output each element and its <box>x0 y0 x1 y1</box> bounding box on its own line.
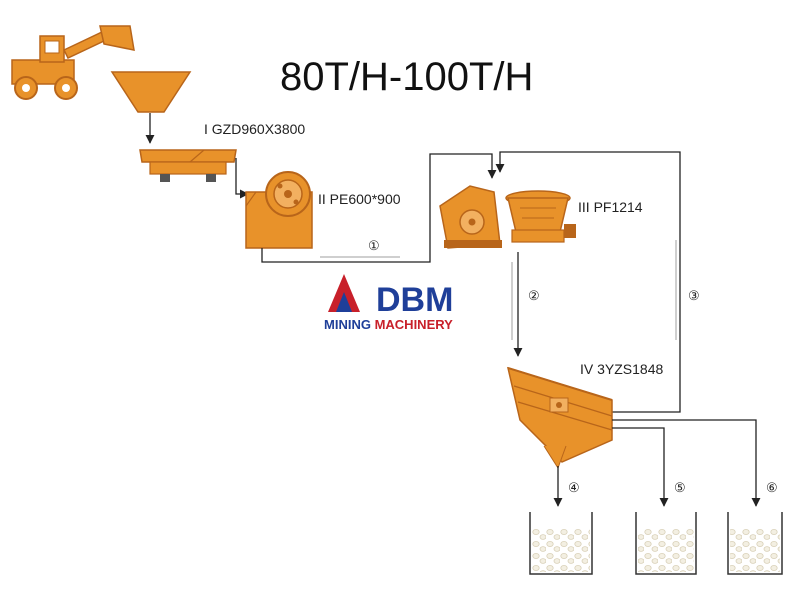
flow-marker-4: ④ <box>568 480 580 495</box>
wheel-loader-icon <box>11 25 135 100</box>
vibrating-screen-icon <box>506 366 613 470</box>
equipment-label-2: II PE600*900 <box>318 191 401 207</box>
logo-subtitle: MINING MACHINERY <box>324 317 453 332</box>
equipment-label-4: IV 3YZS1848 <box>580 361 663 377</box>
stockpile-bin-icon <box>529 512 593 575</box>
stockpile-bin-icon <box>727 512 783 575</box>
flow-marker-2: ② <box>528 288 540 303</box>
flow-marker-1: ① <box>368 238 380 253</box>
flow-marker-5: ⑤ <box>674 480 686 495</box>
jaw-crusher-icon <box>245 171 313 249</box>
vibrating-feeder-icon <box>139 149 237 182</box>
flow-marker-6: ⑥ <box>766 480 778 495</box>
flow-marker-3: ③ <box>688 288 700 303</box>
equipment-label-1: I GZD960X3800 <box>204 121 305 137</box>
dbm-logo: DBM MINING MACHINERY <box>324 274 453 332</box>
cone-crusher-icon <box>505 190 576 243</box>
impact-crusher-icon <box>439 185 502 249</box>
stockpile-bin-icon <box>635 512 697 575</box>
hopper-icon <box>110 71 192 113</box>
logo-name: DBM <box>376 281 453 319</box>
page-title: 80T/H-100T/H <box>280 55 533 99</box>
equipment-label-3: III PF1214 <box>578 199 643 215</box>
